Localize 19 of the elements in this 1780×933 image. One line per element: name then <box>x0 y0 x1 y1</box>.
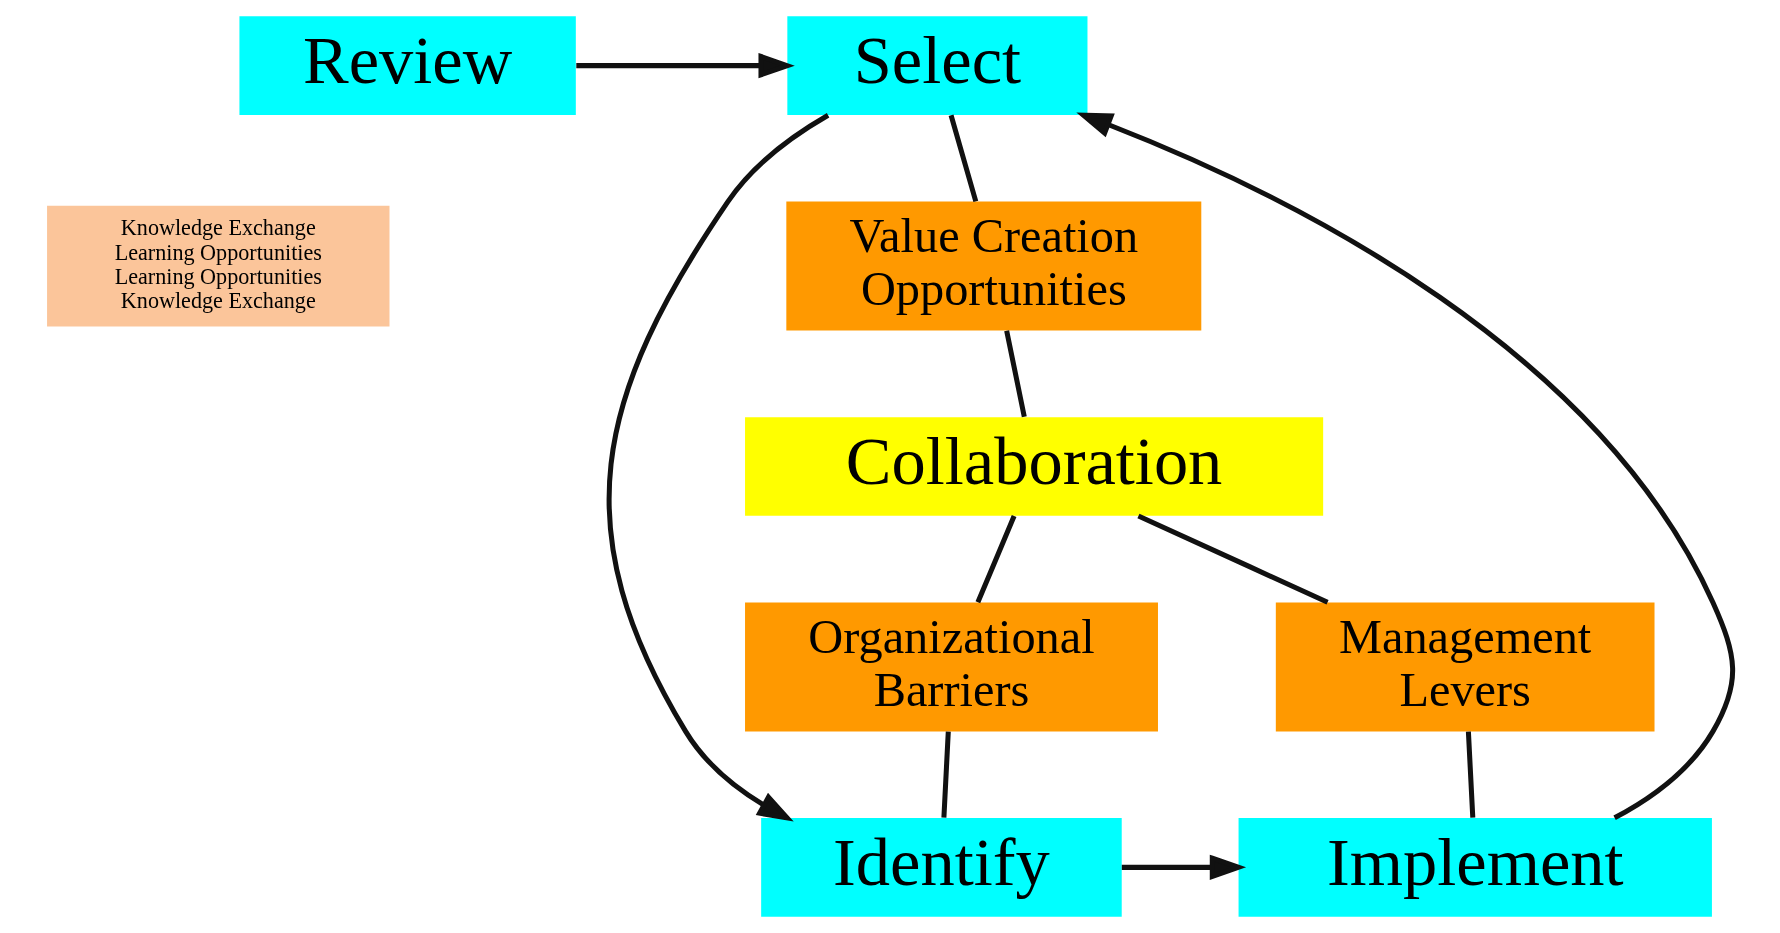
connector <box>941 731 951 818</box>
arrow <box>1121 854 1247 881</box>
connector <box>975 515 1017 604</box>
arrow <box>1076 112 1736 821</box>
node-box: Collaboration <box>745 417 1324 516</box>
connector <box>1004 330 1027 418</box>
arrow <box>606 113 830 822</box>
arrow <box>576 52 795 79</box>
node-box: Knowledge Exchange Learning Opportunities Learning Opportunities Knowledge Exchange <box>47 205 390 327</box>
connector <box>948 114 979 203</box>
node-box: Identify <box>761 818 1122 917</box>
node-box: Select <box>787 16 1088 115</box>
node-box: Organizational Barriers <box>745 602 1158 732</box>
node-box: Management Levers <box>1275 602 1655 732</box>
node-box: Value Creation Opportunities <box>786 201 1202 331</box>
node-box: Review <box>239 16 576 115</box>
connector <box>1137 513 1329 605</box>
node-box: Implement <box>1238 818 1712 917</box>
connector <box>1465 731 1476 818</box>
